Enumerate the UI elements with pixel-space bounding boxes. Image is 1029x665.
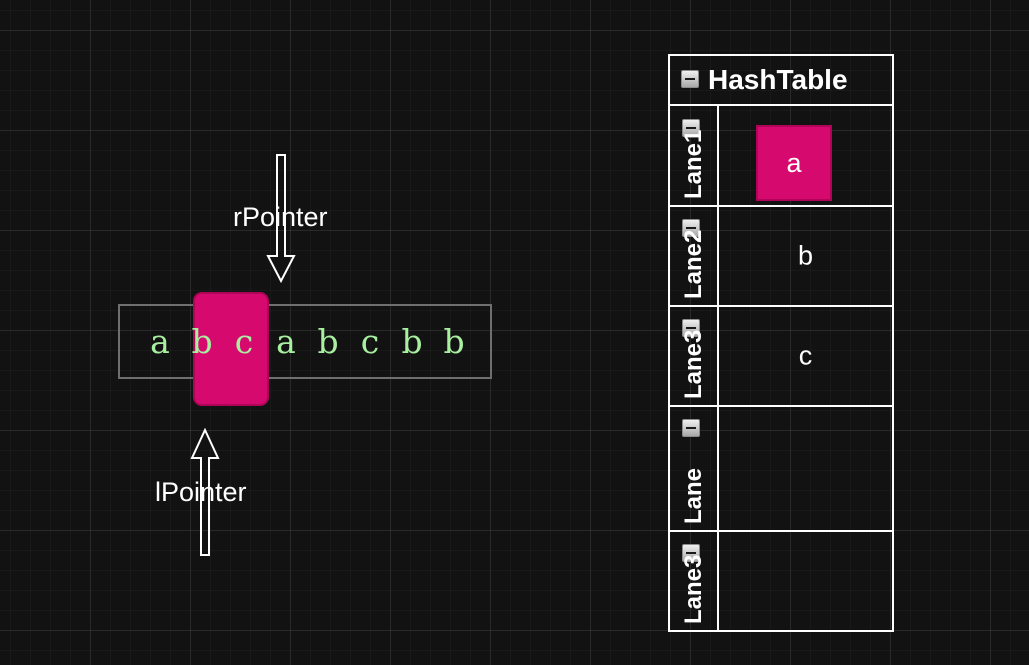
lane-4-label: Lane bbox=[680, 467, 707, 524]
lane-5: Lane3 bbox=[670, 532, 892, 630]
lane-2-label: Lane2 bbox=[680, 229, 707, 299]
lane-4-header: Lane bbox=[670, 407, 719, 530]
char-6: b bbox=[401, 322, 423, 361]
string-array-box bbox=[118, 304, 492, 379]
lane-1: Lane1 a bbox=[670, 106, 892, 207]
lane-5-label: Lane3 bbox=[680, 554, 707, 624]
lane-3-label: Lane3 bbox=[680, 329, 707, 399]
lane-2: Lane2 b bbox=[670, 207, 892, 307]
lane-3-value: c bbox=[798, 340, 813, 371]
lane-5-body bbox=[719, 532, 892, 630]
collapse-icon[interactable] bbox=[682, 119, 700, 137]
lane-1-body: a bbox=[719, 106, 892, 205]
lane-1-entry: a bbox=[756, 125, 832, 201]
lane-2-body: b bbox=[719, 207, 892, 305]
lpointer-arrow bbox=[190, 428, 220, 556]
lane-1-header: Lane1 bbox=[670, 106, 719, 205]
hash-table-header: HashTable bbox=[670, 56, 892, 106]
lane-3: Lane3 c bbox=[670, 307, 892, 407]
char-1: b bbox=[191, 322, 213, 361]
rpointer-label: rPointer bbox=[233, 202, 328, 232]
lane-5-header: Lane3 bbox=[670, 532, 719, 630]
collapse-icon[interactable] bbox=[682, 544, 700, 562]
lane-3-body: c bbox=[719, 307, 892, 405]
collapse-icon[interactable] bbox=[682, 319, 700, 337]
lane-4: Lane bbox=[670, 407, 892, 532]
lane-2-header: Lane2 bbox=[670, 207, 719, 305]
lpointer-label: lPointer bbox=[155, 477, 247, 507]
string-characters: a b c a b c b b bbox=[140, 322, 480, 362]
char-2: c bbox=[234, 322, 254, 361]
lane-3-header: Lane3 bbox=[670, 307, 719, 405]
lane-2-value: b bbox=[797, 240, 814, 271]
char-3: a bbox=[276, 322, 296, 361]
char-0: a bbox=[150, 322, 170, 361]
lane-1-label: Lane1 bbox=[680, 129, 707, 199]
rpointer-arrow bbox=[266, 154, 296, 284]
lane-4-body bbox=[719, 407, 892, 530]
char-5: c bbox=[360, 322, 380, 361]
lane-1-value: a bbox=[786, 147, 802, 178]
char-4: b bbox=[317, 322, 339, 361]
hash-table: HashTable Lane1 a Lane2 b bbox=[668, 54, 894, 632]
collapse-icon[interactable] bbox=[681, 70, 699, 88]
collapse-icon[interactable] bbox=[682, 419, 700, 437]
hash-table-title: HashTable bbox=[708, 64, 848, 95]
sliding-window-highlight bbox=[193, 292, 269, 406]
char-7: b bbox=[443, 322, 465, 361]
collapse-icon[interactable] bbox=[682, 219, 700, 237]
